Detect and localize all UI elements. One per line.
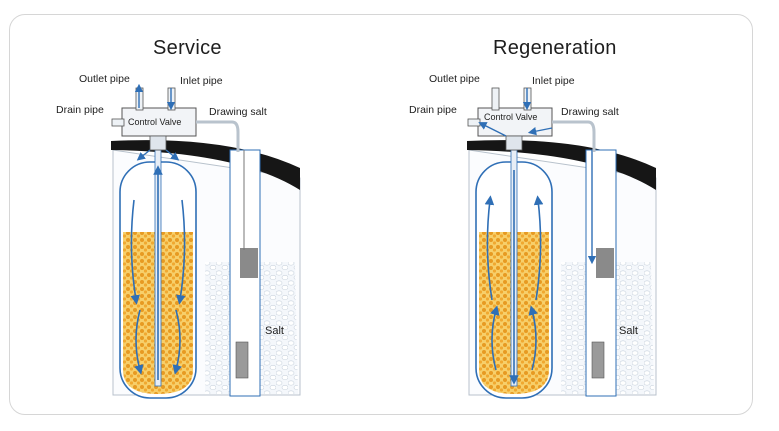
- regeneration-title: Regeneration: [493, 37, 617, 59]
- drain-pipe-label: Drain pipe: [56, 104, 104, 116]
- regeneration-panel: Regeneration Outlet pipe Inlet pipe Drai…: [356, 0, 746, 431]
- inlet-pipe-label: Inlet pipe: [180, 75, 223, 87]
- drawing-salt-label: Drawing salt: [209, 106, 267, 118]
- drain-pipe-label: Drain pipe: [409, 104, 457, 116]
- regeneration-diagram: [467, 87, 657, 399]
- flow-arrow: [533, 195, 544, 301]
- brine-line: [196, 120, 240, 152]
- service-panel: Service Outlet pipe Inlet pipe Drain pip…: [56, 37, 301, 399]
- outlet-pipe-label: Outlet pipe: [79, 73, 130, 85]
- service-title: Service: [153, 37, 222, 59]
- control-valve-label: Control Valve: [128, 117, 182, 127]
- flow-arrow: [528, 305, 538, 371]
- drain-pipe: [467, 118, 481, 127]
- outlet-pipe: [491, 87, 500, 111]
- flow-arrow: [172, 309, 182, 375]
- flow-arrow: [176, 199, 186, 305]
- salt-label: Salt: [619, 325, 638, 337]
- outlet-pipe-label: Outlet pipe: [429, 73, 480, 85]
- flow-arrow: [490, 305, 500, 371]
- salt-label: Salt: [265, 325, 284, 337]
- service-diagram: [111, 83, 301, 399]
- control-valve-label: Control Valve: [484, 112, 538, 122]
- brine-line: [552, 120, 596, 152]
- flow-arrow: [130, 199, 140, 305]
- drawing-salt-label: Drawing salt: [561, 106, 619, 118]
- flow-arrow: [484, 195, 495, 301]
- brine-float: [596, 248, 614, 278]
- inlet-pipe-label: Inlet pipe: [532, 75, 575, 87]
- drain-pipe: [111, 118, 125, 127]
- brine-float: [240, 248, 258, 278]
- flow-arrow: [134, 309, 144, 375]
